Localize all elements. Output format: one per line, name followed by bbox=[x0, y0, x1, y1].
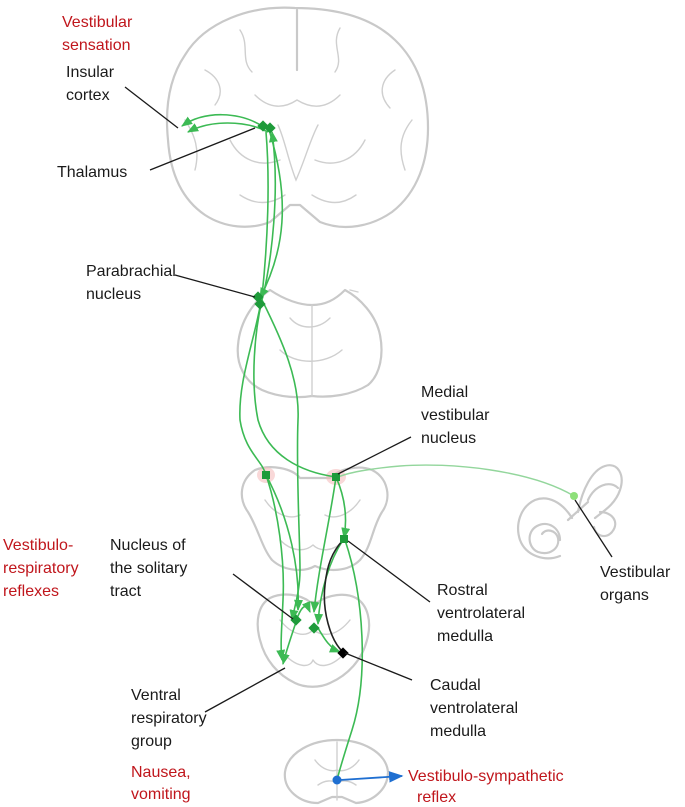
label-parabrachial-nucleus: Parabrachial nucleus bbox=[86, 263, 180, 303]
nts-node-right bbox=[308, 622, 320, 634]
inner-ear-outline bbox=[517, 464, 623, 560]
rvlm-node bbox=[340, 535, 348, 543]
label-vestibulo-sympathetic-reflex: Vestibulo-sympathetic reflex bbox=[408, 768, 568, 806]
label-vestibular-sensation: Vestibular sensation bbox=[62, 14, 137, 54]
cvlm-rvlm-connection bbox=[323, 539, 344, 653]
label-medial-vestibular-nucleus: Medial vestibular nucleus bbox=[421, 384, 494, 447]
brain-coronal-outline bbox=[165, 6, 430, 229]
lower-medulla-outline bbox=[256, 593, 371, 688]
sympathetic-output-arrow bbox=[339, 771, 404, 783]
spinal-cord-outline bbox=[283, 738, 390, 805]
pons-outline bbox=[236, 288, 383, 399]
vestibular-nucleus-node-right bbox=[332, 473, 340, 481]
label-ventral-respiratory-group: Ventral respiratory group bbox=[131, 687, 211, 750]
label-thalamus: Thalamus bbox=[57, 164, 127, 181]
pathway-nodes bbox=[252, 120, 578, 785]
label-insular-cortex: Insular cortex bbox=[66, 64, 118, 104]
cvlm-node bbox=[337, 647, 349, 659]
label-vestibular-organs: Vestibular organs bbox=[600, 564, 675, 604]
label-nucleus-solitary-tract: Nucleus of the solitary tract bbox=[110, 537, 192, 600]
label-vestibulo-respiratory-reflexes: Vestibulo- respiratory reflexes bbox=[3, 537, 83, 600]
label-nausea-vomiting: Nausea, vomiting bbox=[131, 764, 195, 803]
label-caudal-ventrolateral-medulla: Caudal ventrolateral medulla bbox=[430, 677, 523, 740]
label-rostral-ventrolateral-medulla: Rostral ventrolateral medulla bbox=[437, 582, 530, 645]
leader-lines bbox=[124, 86, 613, 713]
parabrachial-node-lower bbox=[254, 298, 266, 310]
vestibular-organ-node bbox=[570, 492, 578, 500]
vestibular-nucleus-node-left bbox=[262, 471, 270, 479]
nts-node-left bbox=[290, 614, 302, 626]
vestibular-pathways bbox=[181, 113, 575, 781]
spinal-sympathetic-node bbox=[332, 775, 342, 785]
